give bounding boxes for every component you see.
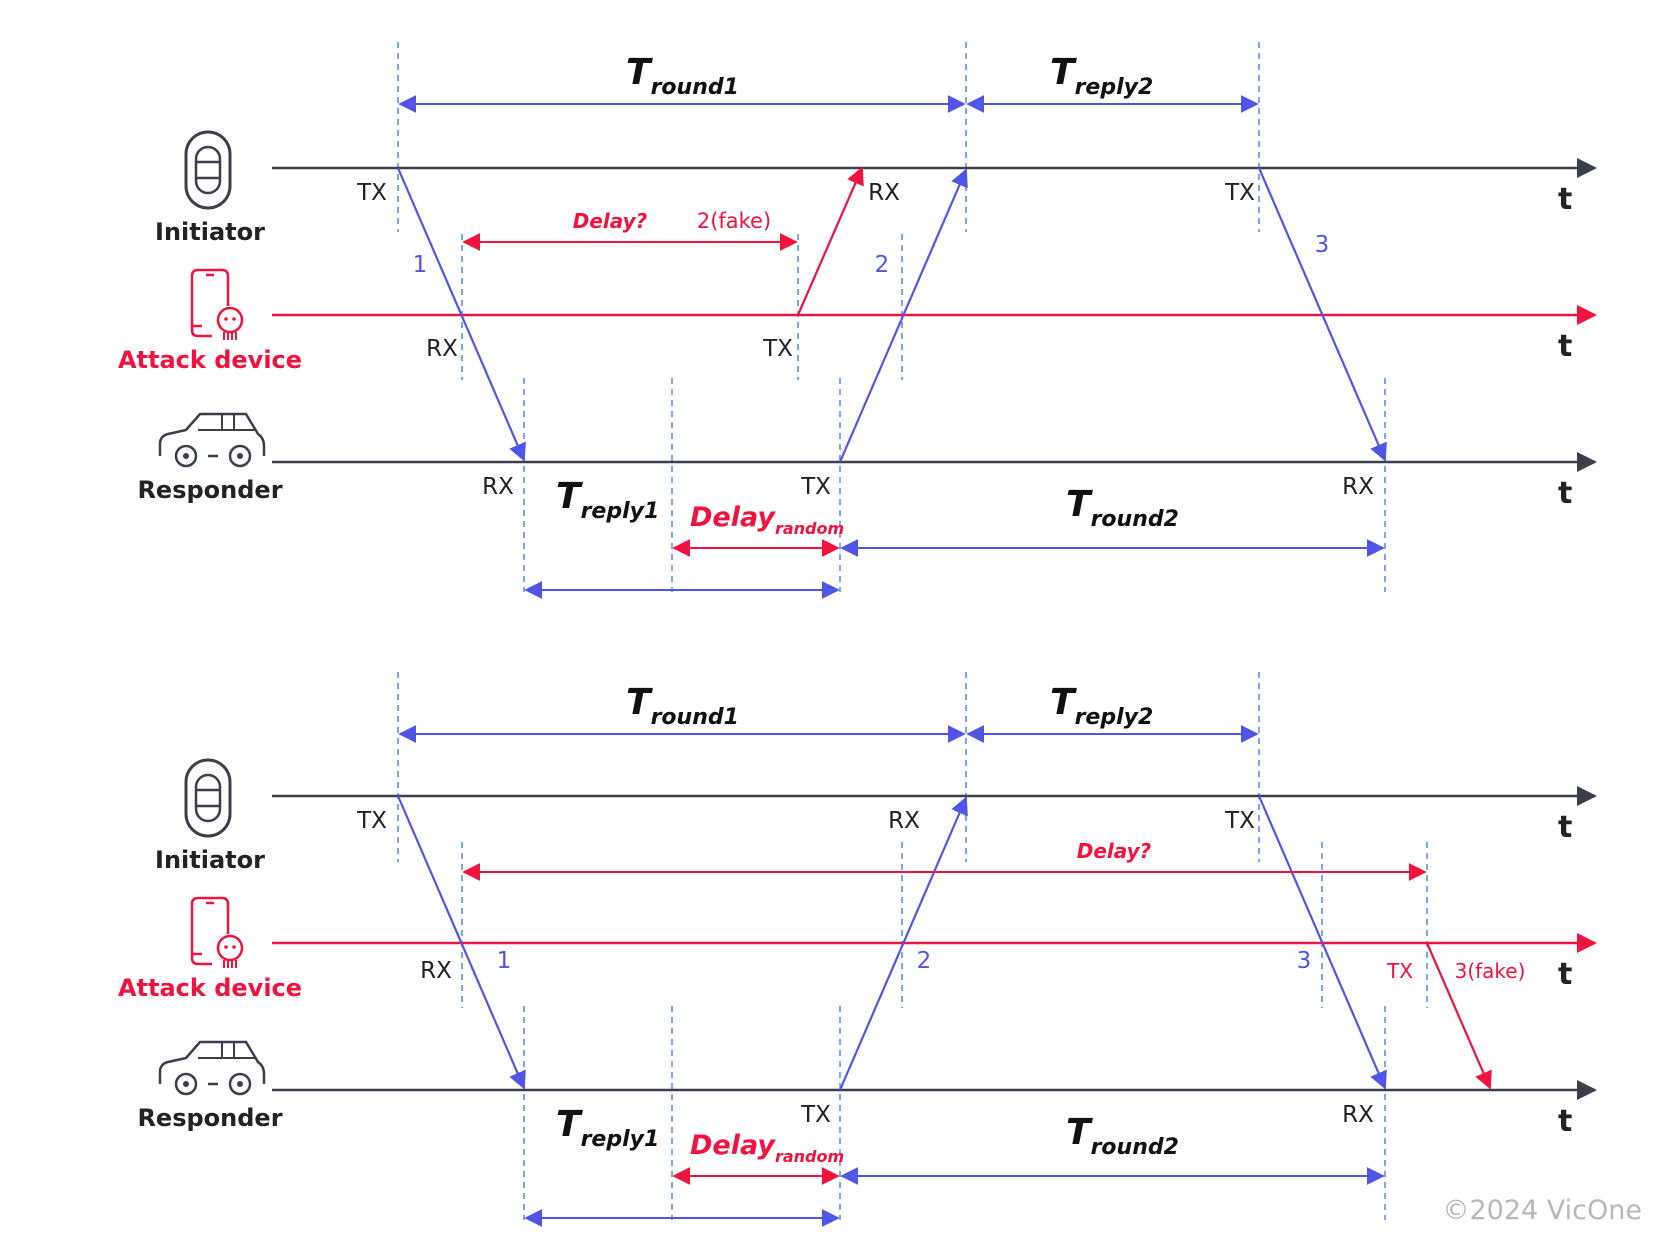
time-label: t xyxy=(1558,957,1572,992)
t-reply2-label: Treply2 xyxy=(1050,52,1153,100)
tx-rx-label: TX xyxy=(1386,959,1413,983)
delay-question-label: Delay? xyxy=(573,209,648,233)
tx-rx-label: TX xyxy=(1224,808,1255,834)
panel-top: Initiator Attack device Responder t t t … xyxy=(118,42,1597,599)
t-reply1-label: Treply1 xyxy=(556,476,659,524)
tx-rx-label: RX xyxy=(888,808,920,834)
attacker-label: Attack device xyxy=(118,346,302,374)
t-reply2-label: Treply2 xyxy=(1050,682,1153,730)
tx-rx-label: RX xyxy=(420,958,452,984)
time-label: t xyxy=(1558,476,1572,511)
tx-rx-label: TX xyxy=(356,808,387,834)
message-number: 2 xyxy=(875,252,890,278)
message-3-arrow xyxy=(1257,167,1387,462)
time-label: t xyxy=(1558,329,1572,364)
key-fob-icon xyxy=(184,758,232,838)
t-round2-label: Tround2 xyxy=(1066,484,1179,532)
responder-label: Responder xyxy=(137,1104,282,1132)
key-fob-icon xyxy=(184,130,232,210)
car-icon xyxy=(158,1040,266,1096)
responder-label: Responder xyxy=(137,476,282,504)
initiator-label: Initiator xyxy=(155,846,265,874)
tx-rx-label: RX xyxy=(1342,1102,1374,1128)
message-number: 2 xyxy=(917,948,932,974)
message-3-arrow xyxy=(1257,795,1387,1090)
tx-rx-label: RX xyxy=(426,336,458,362)
message-number: 1 xyxy=(497,948,512,974)
skull-phone-icon xyxy=(190,268,244,342)
fake-message-label: 3(fake) xyxy=(1455,959,1526,983)
tx-rx-label: TX xyxy=(762,336,793,362)
message-2-arrow xyxy=(838,796,968,1091)
tx-rx-label: TX xyxy=(800,1102,831,1128)
t-round2-label: Tround2 xyxy=(1066,1112,1179,1160)
time-label: t xyxy=(1558,810,1572,845)
fake-message-arrow xyxy=(1425,942,1492,1090)
attacker-label: Attack device xyxy=(118,974,302,1002)
tx-rx-label: RX xyxy=(1342,474,1374,500)
delay-question-label: Delay? xyxy=(1077,839,1152,863)
delay-random-label: Delayrandom xyxy=(690,1130,844,1166)
t-round1-label: Tround1 xyxy=(626,52,739,100)
time-label: t xyxy=(1558,1104,1572,1139)
fake-message-arrow xyxy=(796,166,864,316)
panel-bottom: Initiator Attack device Responder t t t … xyxy=(118,672,1597,1227)
message-1-arrow xyxy=(396,167,526,462)
guide-lines-top xyxy=(397,42,1386,592)
t-reply1-label: Treply1 xyxy=(556,1104,659,1152)
message-1-arrow xyxy=(396,795,526,1090)
fake-message-label: 2(fake) xyxy=(697,209,771,233)
guide-lines-bottom xyxy=(397,672,1428,1220)
tx-rx-label: TX xyxy=(1224,180,1255,206)
message-number: 3 xyxy=(1297,948,1312,974)
delay-random-label: Delayrandom xyxy=(690,502,844,538)
copyright-notice: ©2024 VicOne xyxy=(1443,1195,1643,1226)
skull-phone-icon xyxy=(190,896,244,970)
time-label: t xyxy=(1558,182,1572,217)
tx-rx-label: RX xyxy=(868,180,900,206)
t-round1-label: Tround1 xyxy=(626,682,739,730)
tx-rx-label: RX xyxy=(482,474,514,500)
message-number: 3 xyxy=(1315,232,1330,258)
initiator-label: Initiator xyxy=(155,218,265,246)
tx-rx-label: TX xyxy=(356,180,387,206)
car-icon xyxy=(158,412,266,468)
message-number: 1 xyxy=(413,252,428,278)
message-2-arrow xyxy=(838,168,968,463)
tx-rx-label: TX xyxy=(800,474,831,500)
